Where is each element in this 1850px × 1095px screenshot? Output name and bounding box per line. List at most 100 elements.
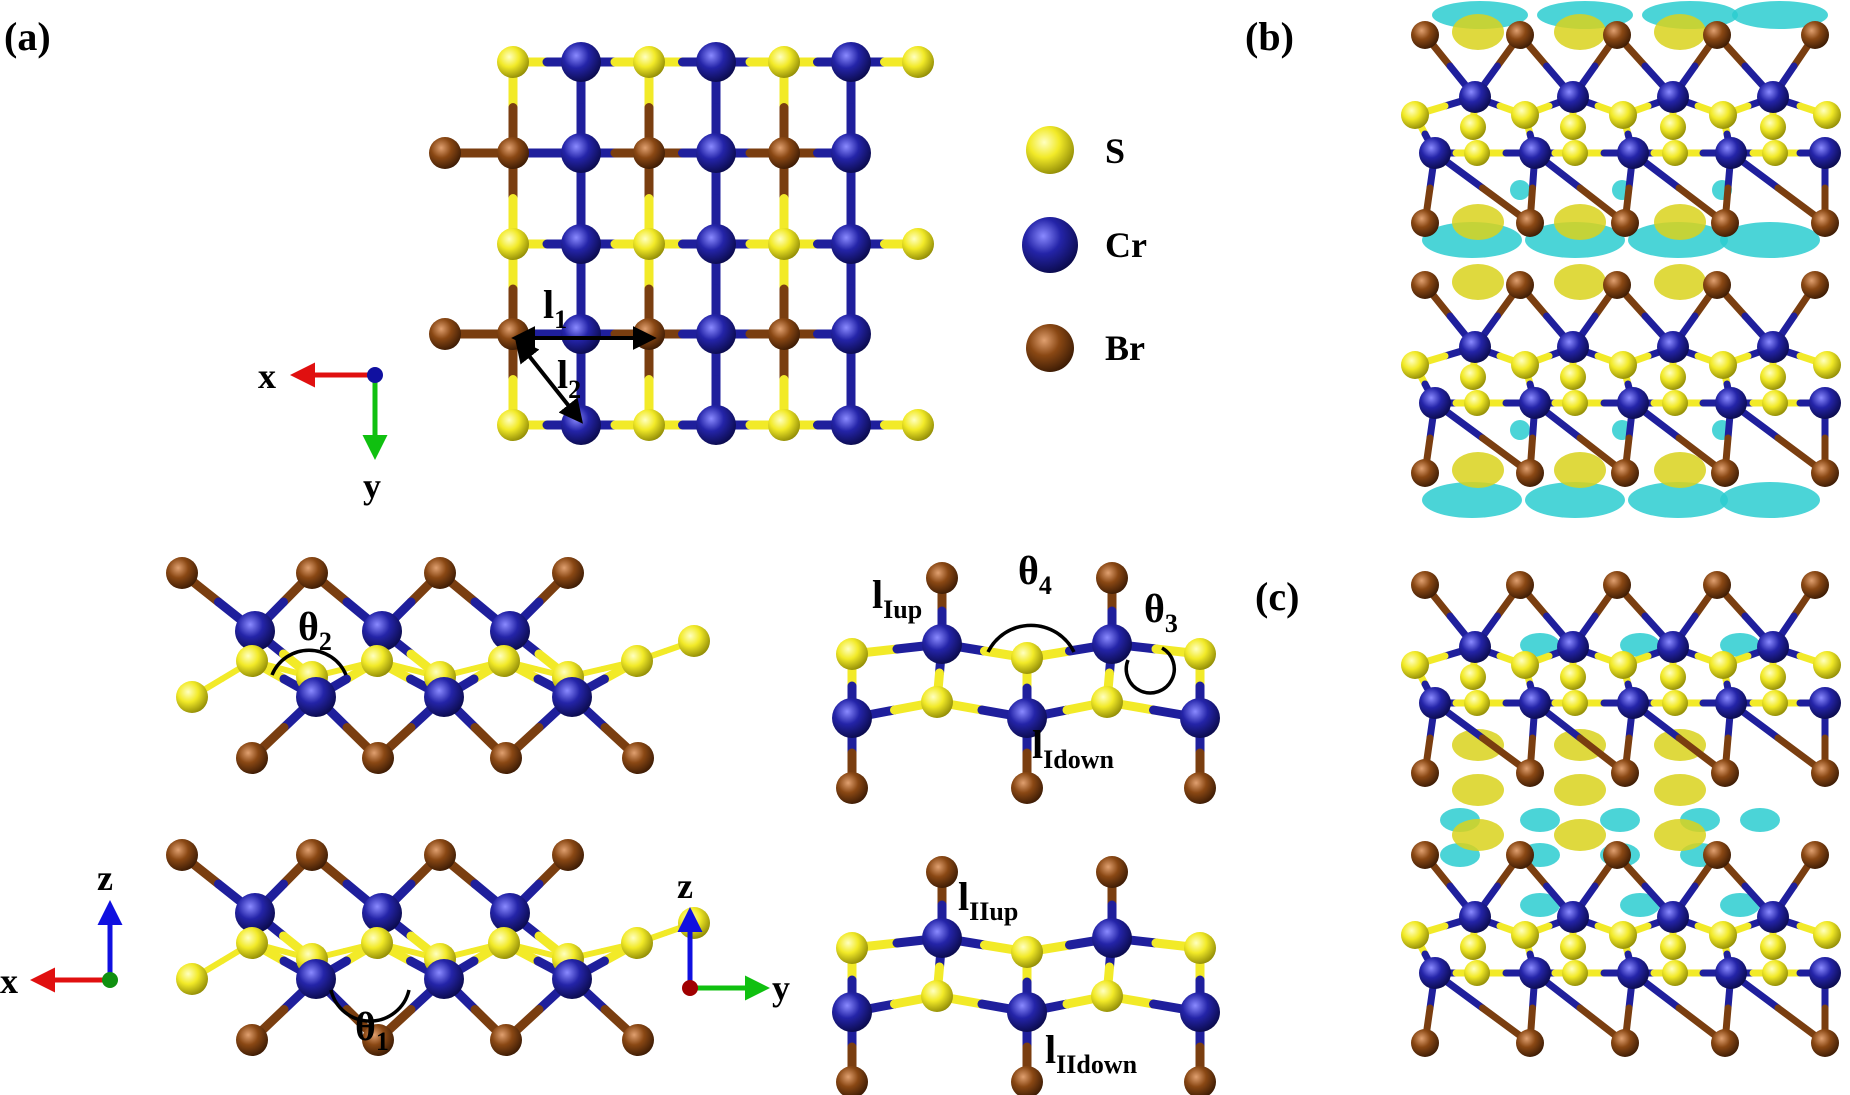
theta1-label: θ1 (355, 1004, 389, 1056)
panel-c-yellow-isosurface (1554, 774, 1606, 806)
slab-xz-upper-cr-atom (490, 611, 530, 651)
slab-yz-upper-br-atom (1011, 772, 1043, 804)
panel-b-lower-cr-atom (1459, 331, 1491, 363)
panel-b-cyan-isosurface (1510, 180, 1530, 200)
slab-yz-upper-s-atom (1184, 638, 1216, 670)
top-grid-br-atom (497, 318, 529, 350)
panel-c-cyan-isosurface (1520, 893, 1560, 917)
panel-b-upper-cr-atom (1617, 137, 1649, 169)
panel-c-lower-br-atom (1711, 1029, 1739, 1057)
panel-b-upper-cr-atom (1419, 137, 1451, 169)
slab-xz-upper-br-atom (490, 742, 522, 774)
panel-c-lower-cr-atom (1657, 901, 1689, 933)
l2-label: l2 (557, 352, 581, 404)
slab-xz-lower-cr-atom (235, 893, 275, 933)
axes-top: x y (258, 356, 388, 506)
slab-xz-upper-br-atom (552, 557, 584, 589)
panel-c-lower-s-atom (1464, 960, 1490, 986)
panel-b-lower-cr-atom (1557, 331, 1589, 363)
axis-z-label: z (97, 858, 113, 898)
panel-c-cyan-isosurface (1520, 808, 1560, 832)
slab-yz-upper-cr-atom (922, 624, 962, 664)
slab-yz-upper-s-atom (921, 686, 953, 718)
isosurface-layer (1422, 1, 1828, 917)
panel-b-yellow-isosurface (1654, 14, 1706, 50)
slab-xz-lower-br-atom (490, 1024, 522, 1056)
panel-c-cyan-isosurface (1720, 633, 1760, 657)
atom-layer (166, 21, 1841, 1095)
panel-c-lower-br-atom (1801, 841, 1829, 869)
slab-xz-upper-cr-atom (424, 677, 464, 717)
panel-label-b: (b) (1245, 14, 1294, 59)
panel-b-upper-br-atom (1506, 21, 1534, 49)
panel-b-upper-br-atom (1703, 21, 1731, 49)
panel-b-cyan-isosurface (1720, 482, 1820, 518)
slab-xz-lower-br-atom (424, 839, 456, 871)
panel-c-upper-br-atom (1506, 571, 1534, 599)
panel-c-cyan-isosurface (1740, 808, 1780, 832)
panel-b-yellow-isosurface (1452, 14, 1504, 50)
slab-yz-upper-s-atom (836, 638, 868, 670)
legend-s-label: S (1105, 131, 1125, 171)
panel-b-lower-br-atom (1711, 459, 1739, 487)
panel-c-yellow-isosurface (1452, 774, 1504, 806)
panel-b-upper-cr-atom (1557, 81, 1589, 113)
panel-c-lower-s-atom (1709, 921, 1737, 949)
panel-b-lower-cr-atom (1617, 387, 1649, 419)
panel-b-cyan-isosurface (1628, 482, 1728, 518)
panel-c-lower-cr-atom (1519, 957, 1551, 989)
panel-label-a: (a) (4, 14, 51, 59)
panel-c-lower-br-atom (1611, 1029, 1639, 1057)
slab-xz-lower-s-atom (621, 927, 653, 959)
panel-b-lower-s-atom (1660, 364, 1686, 390)
panel-b-lower-cr-atom (1419, 387, 1451, 419)
panel-b-lower-s-atom (1562, 390, 1588, 416)
top-grid-br-atom (429, 318, 461, 350)
top-grid-s-atom (497, 409, 529, 441)
panel-b-lower-s-atom (1460, 364, 1486, 390)
top-grid-s-atom (768, 228, 800, 260)
panel-c-lower-cr-atom (1715, 957, 1747, 989)
panel-b-upper-cr-atom (1519, 137, 1551, 169)
slab-yz-lower-cr-atom (1007, 992, 1047, 1032)
top-grid-cr-atom (696, 224, 736, 264)
panel-b-cyan-isosurface (1628, 222, 1728, 258)
panel-b-yellow-isosurface (1554, 452, 1606, 488)
panel-b-lower-cr-atom (1757, 331, 1789, 363)
panel-c-upper-cr-atom (1715, 687, 1747, 719)
top-grid-s-atom (633, 228, 665, 260)
top-grid-s-atom (497, 46, 529, 78)
slab-yz-lower-cr-atom (832, 992, 872, 1032)
slab-xz-lower-cr-atom (552, 959, 592, 999)
slab-yz-upper-cr-atom (1007, 698, 1047, 738)
panel-c-upper-cr-atom (1809, 687, 1841, 719)
slab-yz-lower-s-atom (1011, 936, 1043, 968)
panel-c-lower-cr-atom (1757, 901, 1789, 933)
panel-c-upper-cr-atom (1459, 631, 1491, 663)
slab-xz-upper-s-atom (176, 681, 208, 713)
panel-c-upper-br-atom (1801, 571, 1829, 599)
slab-xz-upper-br-atom (296, 557, 328, 589)
panel-c-upper-br-atom (1516, 759, 1544, 787)
top-grid-s-atom (768, 409, 800, 441)
panel-c-upper-br-atom (1711, 759, 1739, 787)
panel-c-upper-s-atom (1662, 690, 1688, 716)
panel-c-lower-s-atom (1460, 934, 1486, 960)
top-grid-br-atom (768, 137, 800, 169)
top-grid-cr-atom (831, 405, 871, 445)
panel-c-lower-s-atom (1762, 960, 1788, 986)
top-grid-cr-atom (831, 42, 871, 82)
slab-yz-upper-br-atom (926, 562, 958, 594)
slab-yz-lower-cr-atom (1092, 918, 1132, 958)
panel-c-lower-br-atom (1811, 1029, 1839, 1057)
l1-label: l1 (543, 282, 567, 334)
panel-b-upper-s-atom (1511, 101, 1539, 129)
panel-c-lower-br-atom (1516, 1029, 1544, 1057)
axis-origin-2 (102, 972, 118, 988)
slab-xz-upper-s-atom (488, 645, 520, 677)
panel-c-yellow-isosurface (1554, 819, 1606, 851)
panel-b-cyan-isosurface (1525, 482, 1625, 518)
top-grid-br-atom (633, 318, 665, 350)
panel-c-upper-s-atom (1460, 664, 1486, 690)
